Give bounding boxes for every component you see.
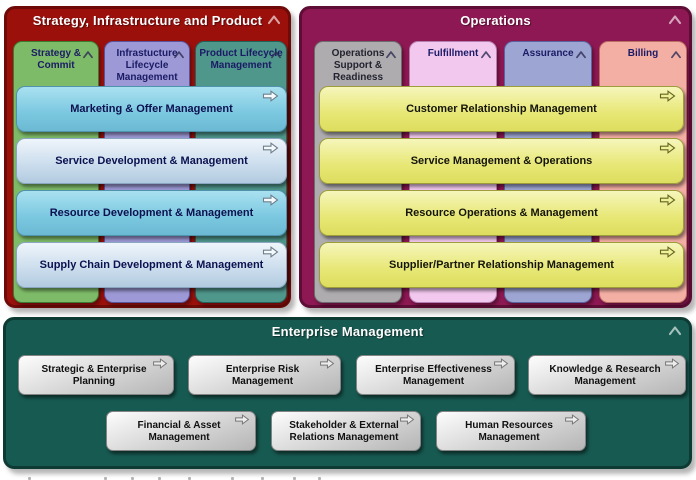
- expand-right-arrow-icon: [262, 142, 279, 154]
- process-box-knowledge-research-management[interactable]: Knowledge & Research Management: [528, 355, 686, 395]
- box-label: Human Resources Management: [465, 420, 553, 443]
- process-bar-marketing-offer-management[interactable]: Marketing & Offer Management: [16, 86, 287, 132]
- expand-right-arrow-icon: [563, 414, 580, 426]
- process-bar-customer-relationship-management[interactable]: Customer Relationship Management: [319, 86, 684, 132]
- expand-right-arrow-icon: [262, 90, 279, 102]
- cropped-text-artifact: [318, 477, 321, 480]
- process-bar-service-development-management[interactable]: Service Development & Management: [16, 138, 287, 184]
- cropped-text-artifact: [188, 477, 191, 480]
- expand-right-arrow-icon: [262, 194, 279, 206]
- expand-right-arrow-icon: [663, 358, 680, 370]
- bar-label: Service Management & Operations: [410, 155, 593, 167]
- collapse-chevron-icon: [173, 46, 185, 59]
- process-bar-resource-development-management[interactable]: Resource Development & Management: [16, 190, 287, 236]
- box-label: Financial & Asset Management: [137, 420, 221, 443]
- column-label: Assurance: [522, 48, 574, 59]
- column-label: Strategy & Commit: [30, 48, 81, 71]
- panel-enterprise-management: Enterprise Management Strategic & Enterp…: [3, 317, 692, 469]
- collapse-chevron-icon: [82, 46, 94, 59]
- expand-right-arrow-icon: [659, 90, 676, 102]
- column-label: Operations Support & Readiness: [331, 48, 385, 83]
- column-label: Infrastucture Lifecycle Management: [116, 48, 178, 83]
- process-box-stakeholder-external-relations-management[interactable]: Stakeholder & External Relations Managem…: [271, 411, 421, 451]
- box-label: Enterprise Risk Management: [225, 364, 300, 387]
- expand-right-arrow-icon: [318, 358, 335, 370]
- panel-operations: Operations Operations Support & Readines…: [299, 6, 692, 308]
- box-label: Strategic & Enterprise Planning: [41, 364, 147, 387]
- collapse-chevron-icon: [480, 46, 492, 59]
- bar-label: Marketing & Offer Management: [70, 103, 233, 115]
- sip-panel-title: Strategy, Infrastructure and Product: [32, 13, 263, 28]
- cropped-text-artifact: [231, 477, 234, 480]
- box-label: Stakeholder & External Relations Managem…: [289, 420, 399, 443]
- process-box-financial-asset-management[interactable]: Financial & Asset Management: [106, 411, 256, 451]
- bar-label: Supplier/Partner Relationship Management: [389, 259, 614, 271]
- process-bar-supply-chain-development-management[interactable]: Supply Chain Development & Management: [16, 242, 287, 288]
- cropped-text-artifact: [28, 477, 31, 480]
- bar-label: Service Development & Management: [55, 155, 248, 167]
- bar-label: Customer Relationship Management: [406, 103, 597, 115]
- cropped-text-artifact: [261, 477, 264, 480]
- panel-strategy-infrastructure-product: Strategy, Infrastructure and Product Str…: [4, 6, 291, 308]
- box-label: Knowledge & Research Management: [549, 364, 661, 387]
- collapse-chevron-icon: [270, 46, 282, 59]
- collapse-chevron-icon: [575, 46, 587, 59]
- cropped-text-artifact: [104, 477, 107, 480]
- bar-label: Supply Chain Development & Management: [39, 259, 264, 271]
- cropped-text-artifact: [158, 477, 161, 480]
- box-label: Enterprise Effectiveness Management: [375, 364, 492, 387]
- bar-label: Resource Operations & Management: [405, 207, 598, 219]
- column-label: Billing: [627, 48, 659, 59]
- ops-panel-title: Operations: [460, 13, 531, 28]
- process-box-strategic-enterprise-planning[interactable]: Strategic & Enterprise Planning: [18, 355, 174, 395]
- bar-label: Resource Development & Management: [49, 207, 254, 219]
- cropped-text-artifact: [131, 477, 134, 480]
- collapse-chevron-icon: [385, 46, 397, 59]
- expand-right-arrow-icon: [659, 246, 676, 258]
- cropped-text-artifact: [293, 477, 296, 480]
- expand-right-arrow-icon: [659, 142, 676, 154]
- collapse-chevron-icon[interactable]: [668, 325, 682, 336]
- process-box-enterprise-effectiveness-management[interactable]: Enterprise Effectiveness Management: [356, 355, 515, 395]
- expand-right-arrow-icon: [151, 358, 168, 370]
- process-box-human-resources-management[interactable]: Human Resources Management: [436, 411, 586, 451]
- expand-right-arrow-icon: [492, 358, 509, 370]
- expand-right-arrow-icon: [233, 414, 250, 426]
- collapse-chevron-icon[interactable]: [668, 14, 682, 25]
- process-bar-service-management-operations[interactable]: Service Management & Operations: [319, 138, 684, 184]
- process-bar-supplier-partner-relationship-management[interactable]: Supplier/Partner Relationship Management: [319, 242, 684, 288]
- process-bar-resource-operations-management[interactable]: Resource Operations & Management: [319, 190, 684, 236]
- column-label: Product Lifecycle Management: [199, 48, 283, 71]
- em-panel-title: Enterprise Management: [271, 324, 424, 339]
- process-box-enterprise-risk-management[interactable]: Enterprise Risk Management: [188, 355, 341, 395]
- collapse-chevron-icon: [670, 46, 682, 59]
- expand-right-arrow-icon: [262, 246, 279, 258]
- column-label: Fulfillment: [427, 48, 479, 59]
- expand-right-arrow-icon: [398, 414, 415, 426]
- collapse-chevron-icon[interactable]: [267, 14, 281, 25]
- expand-right-arrow-icon: [659, 194, 676, 206]
